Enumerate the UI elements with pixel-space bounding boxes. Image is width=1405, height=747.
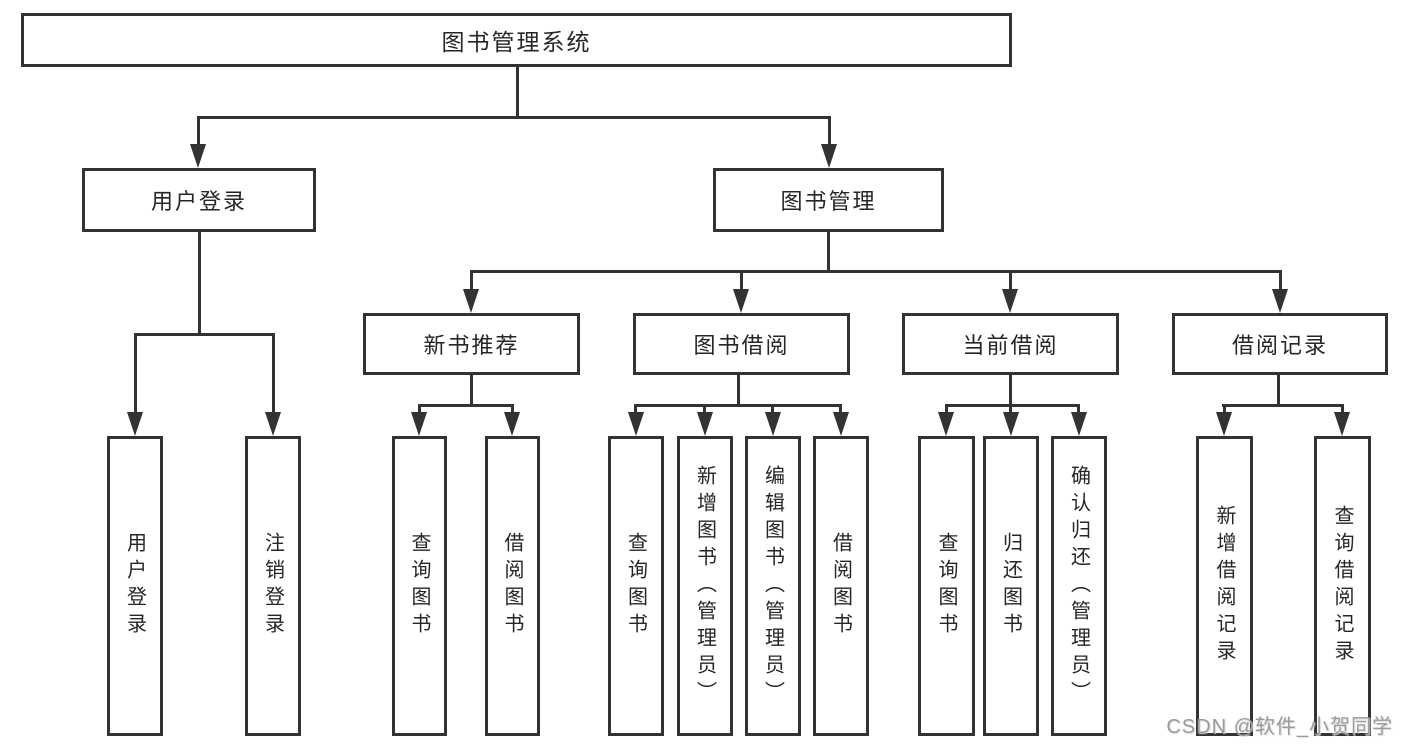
connector-bookmgmt-bar	[470, 270, 1281, 273]
leaf-logout: 注销登录	[245, 436, 301, 736]
connector-root-bar	[197, 116, 831, 119]
leaf-user-login: 用户登录	[107, 436, 163, 736]
connector-bookmgmt-drop	[1009, 270, 1012, 291]
connector-bookmgmt-stem	[827, 232, 830, 272]
connector-bookmgmt-drop	[470, 270, 473, 291]
leaf-return-books: 归还图书	[983, 436, 1039, 736]
connector-userlogin-left-drop	[134, 333, 137, 413]
leaf-borrow-books-recommend: 借阅图书	[485, 436, 540, 736]
arrow-down-icon	[1216, 412, 1232, 436]
leaf-add-books-admin: 新增图书（管理员）	[677, 436, 733, 736]
leaf-query-borrow-record: 查询借阅记录	[1314, 436, 1371, 736]
connector-borrow-drop	[703, 404, 706, 414]
node-book-borrow: 图书借阅	[633, 313, 850, 375]
connector-newbook-drop	[418, 404, 421, 414]
connector-root-left-drop	[197, 116, 200, 148]
connector-borrow-bar	[634, 404, 842, 407]
leaf-borrow-books: 借阅图书	[813, 436, 869, 736]
connector-current-bar	[945, 404, 1080, 407]
arrow-down-icon	[1071, 412, 1087, 436]
connector-userlogin-stem	[198, 232, 201, 335]
arrow-down-icon	[628, 412, 644, 436]
connector-bookmgmt-drop	[740, 270, 743, 291]
connector-newbook-bar	[418, 404, 514, 407]
node-borrow-records: 借阅记录	[1172, 313, 1388, 375]
arrow-down-icon	[463, 289, 479, 313]
connector-userlogin-right-drop	[272, 333, 275, 413]
connector-current-drop	[945, 404, 948, 414]
connector-records-drop	[1341, 404, 1344, 414]
leaf-query-books-recommend: 查询图书	[392, 436, 447, 736]
connector-newbook-stem	[470, 375, 473, 406]
leaf-query-books-current: 查询图书	[918, 436, 975, 736]
node-user-login: 用户登录	[82, 168, 316, 232]
connector-current-stem	[1009, 375, 1012, 406]
connector-current-drop	[1077, 404, 1080, 414]
connector-borrow-drop	[634, 404, 637, 414]
arrow-down-icon	[1002, 289, 1018, 313]
leaf-add-borrow-record: 新增借阅记录	[1196, 436, 1253, 736]
leaf-confirm-return-admin: 确认归还（管理员）	[1051, 436, 1107, 736]
arrow-down-icon	[504, 412, 520, 436]
arrow-down-icon	[821, 144, 837, 168]
connector-records-stem	[1277, 375, 1280, 406]
leaf-query-books-borrow: 查询图书	[608, 436, 664, 736]
connector-bookmgmt-drop	[1279, 270, 1282, 291]
node-book-management: 图书管理	[713, 168, 944, 232]
connector-borrow-stem	[737, 375, 740, 406]
arrow-down-icon	[1272, 289, 1288, 313]
node-root-system: 图书管理系统	[21, 13, 1012, 67]
arrow-down-icon	[411, 412, 427, 436]
arrow-down-icon	[765, 412, 781, 436]
node-current-borrow: 当前借阅	[902, 313, 1119, 375]
csdn-watermark: CSDN @软件_小贺同学	[1166, 716, 1393, 738]
arrow-down-icon	[127, 412, 143, 436]
connector-records-drop	[1223, 404, 1226, 414]
arrow-down-icon	[190, 144, 206, 168]
connector-userlogin-bar	[134, 333, 275, 336]
leaf-edit-books-admin: 编辑图书（管理员）	[745, 436, 801, 736]
arrow-down-icon	[833, 412, 849, 436]
connector-root-right-drop	[828, 116, 831, 148]
connector-borrow-drop	[771, 404, 774, 414]
arrow-down-icon	[265, 412, 281, 436]
arrow-down-icon	[938, 412, 954, 436]
node-new-book-recommend: 新书推荐	[363, 313, 580, 375]
connector-current-drop	[1009, 404, 1012, 414]
connector-newbook-drop	[511, 404, 514, 414]
connector-records-bar	[1222, 404, 1344, 407]
connector-root-stem	[516, 67, 519, 117]
arrow-down-icon	[697, 412, 713, 436]
arrow-down-icon	[733, 289, 749, 313]
connector-borrow-drop	[839, 404, 842, 414]
arrow-down-icon	[1334, 412, 1350, 436]
arrow-down-icon	[1003, 412, 1019, 436]
